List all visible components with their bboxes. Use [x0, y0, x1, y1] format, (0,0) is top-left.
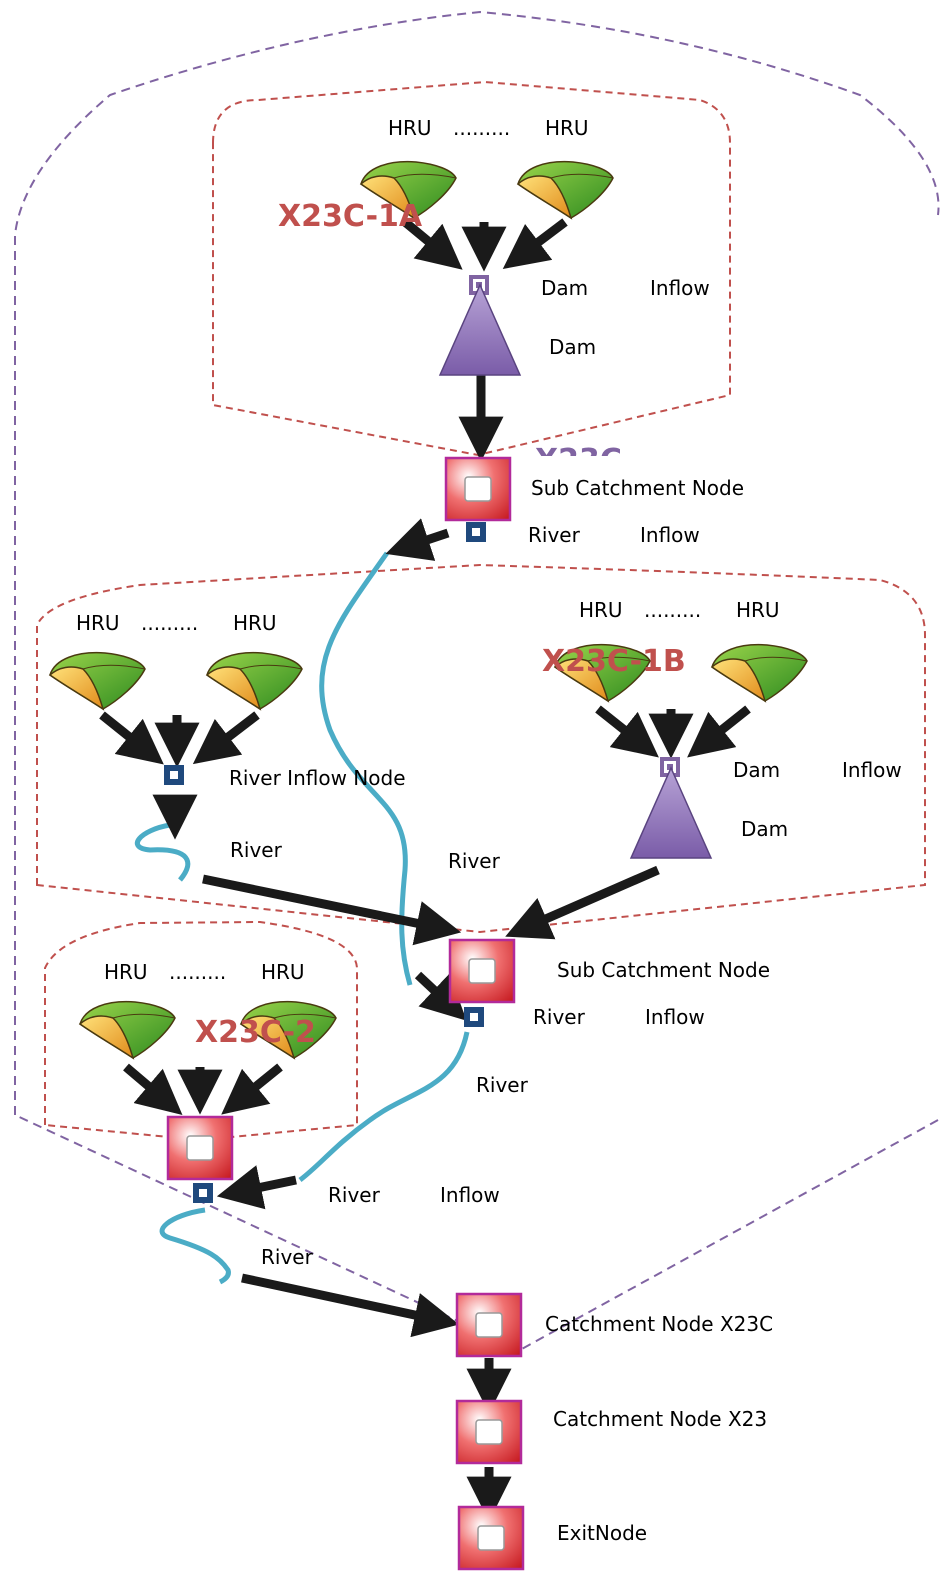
- hru-icon: [711, 643, 808, 702]
- sub-catchment-boundary-x23c-1b: [36, 563, 926, 934]
- river-label: River: [528, 523, 581, 547]
- hru-icon: [517, 160, 614, 219]
- dam-inflow-label: Inflow: [650, 276, 710, 300]
- river-inflow-label: Inflow: [440, 1183, 500, 1207]
- river-squiggle-left: [134, 822, 191, 882]
- river-inflow-label: Inflow: [640, 523, 700, 547]
- hru-label: HRU: [388, 116, 432, 140]
- sub-catchment-node-icon: [444, 456, 512, 522]
- hru-ellipsis: .........: [453, 116, 510, 140]
- river-squiggle-x23c-2: [159, 1207, 231, 1285]
- sub-catchment-node-icon: [448, 938, 516, 1004]
- flow-arrows: [99, 218, 751, 1522]
- hru-icon: [206, 651, 303, 710]
- dam-node-label: Dam: [541, 276, 588, 300]
- river-line-lower: [298, 1031, 470, 1182]
- dam-node-label: Dam: [733, 758, 780, 782]
- label-mask: [530, 456, 630, 472]
- dam-label: Dam: [549, 335, 596, 359]
- hru-label: HRU: [104, 960, 148, 984]
- hru-label: HRU: [233, 611, 277, 635]
- dam-label: Dam: [741, 817, 788, 841]
- river-inflow-node-icon: [193, 1183, 213, 1203]
- river-inflow-node-label: River Inflow Node: [229, 766, 406, 790]
- subcatchment-tag-x23c-1b: X23C-1B: [542, 644, 686, 679]
- catchment-node-x23c-label: Catchment Node X23C: [545, 1312, 773, 1336]
- hru-icon: [79, 1000, 176, 1059]
- hru-label: HRU: [545, 116, 589, 140]
- sub-catchment-node-label: Sub Catchment Node: [531, 476, 744, 500]
- hru-ellipsis: .........: [141, 611, 198, 635]
- river-inflow-node-icon: [164, 765, 184, 785]
- sub-catchment-node-label: Sub Catchment Node: [557, 958, 770, 982]
- river-inflow-label: Inflow: [645, 1005, 705, 1029]
- river-inflow-node-icon: [466, 522, 486, 542]
- hru-label: HRU: [261, 960, 305, 984]
- catchment-node-x23c-icon: [455, 1292, 523, 1358]
- dam-icon: [439, 284, 521, 376]
- sub-catchment-boundary-x23c-1a: [212, 80, 731, 457]
- dam-inflow-label: Inflow: [842, 758, 902, 782]
- sub-catchment-boundary-x23c-2: [44, 920, 358, 1142]
- subcatchment-tag-x23c-1a: X23C-1A: [278, 199, 423, 234]
- subcatchment-tag-x23c-2: X23C-2: [195, 1015, 316, 1050]
- exit-node-icon: [457, 1505, 525, 1571]
- catchment-node-x23-icon: [455, 1399, 523, 1465]
- river-label: River: [533, 1005, 586, 1029]
- hru-label: HRU: [76, 611, 120, 635]
- dam-icon: [630, 767, 712, 859]
- catchment-node-x23-label: Catchment Node X23: [553, 1407, 767, 1431]
- hru-ellipsis: .........: [169, 960, 226, 984]
- river-label: River: [230, 838, 283, 862]
- hru-label: HRU: [736, 598, 780, 622]
- exit-node-label: ExitNode: [557, 1521, 647, 1545]
- outer-catchment-boundary: [14, 10, 940, 1352]
- river-label: River: [328, 1183, 381, 1207]
- river-label: River: [448, 849, 501, 873]
- hru-ellipsis: .........: [644, 598, 701, 622]
- sub-catchment-node-icon: [166, 1115, 234, 1181]
- river-label: River: [261, 1245, 314, 1269]
- hru-icon: [49, 651, 146, 710]
- river-inflow-node-icon: [464, 1007, 484, 1027]
- hru-label: HRU: [579, 598, 623, 622]
- river-label: River: [476, 1073, 529, 1097]
